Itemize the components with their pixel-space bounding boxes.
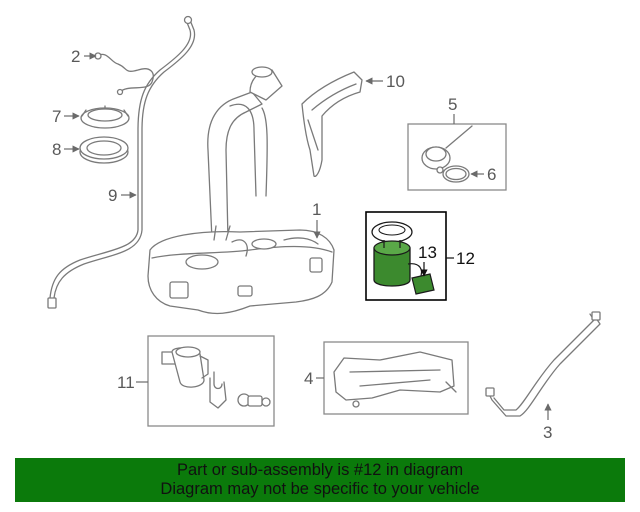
callout-2: 2 [71,47,80,66]
heat-shield-part [301,71,363,178]
banner-line-1: Part or sub-assembly is #12 in diagram [176,461,464,479]
o-ring-part [442,165,470,183]
mounting-bracket-part [333,351,457,408]
callout-3: 3 [543,423,552,442]
fuel-pump-module-part [371,221,435,295]
callout-6: 6 [487,165,496,184]
lock-ring-part [80,105,130,129]
pump-components-box [147,335,275,427]
callout-13: 13 [418,243,437,262]
callout-7: 7 [52,107,61,126]
filler-cap-part [421,125,473,174]
info-banner: Part or sub-assembly is #12 in diagram D… [15,458,625,502]
callout-5: 5 [448,95,457,114]
pump-filter-part [237,393,271,407]
callout-10: 10 [386,72,405,91]
pump-clip-part [209,371,227,409]
banner-line-2: Diagram may not be specific to your vehi… [160,480,480,498]
callout-11: 11 [117,373,135,392]
callout-12: 12 [456,249,475,268]
pump-motor-part [161,346,209,388]
fuel-line-part [47,15,196,309]
callout-9: 9 [108,186,117,205]
fuel-system-diagram: 2 9 7 8 1 [47,15,601,442]
vent-hose-part [94,52,154,96]
callout-1: 1 [312,200,321,219]
seal-ring-part [79,136,129,164]
tank-strap-part [485,311,601,417]
callout-4: 4 [304,369,313,388]
callout-8: 8 [52,140,61,159]
fuel-tank-part [147,66,335,315]
